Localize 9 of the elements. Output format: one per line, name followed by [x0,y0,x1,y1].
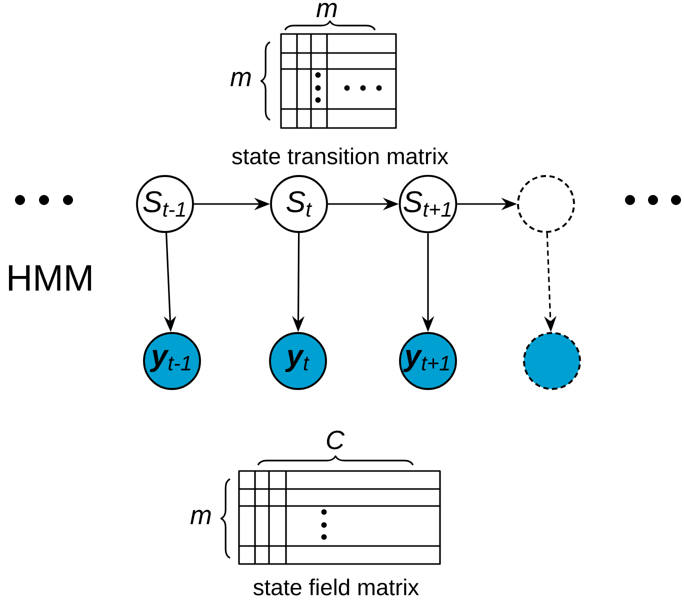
observation-circle [523,332,581,390]
caption: state field matrix [253,578,419,596]
dimension-label: m [230,72,251,86]
caption: state transition matrix [232,148,448,164]
dimension-label: C [326,430,345,450]
state-circle [517,175,575,233]
model-label: HMM [8,265,92,291]
dimension-label: m [190,510,211,524]
dimension-label: m [316,2,337,18]
